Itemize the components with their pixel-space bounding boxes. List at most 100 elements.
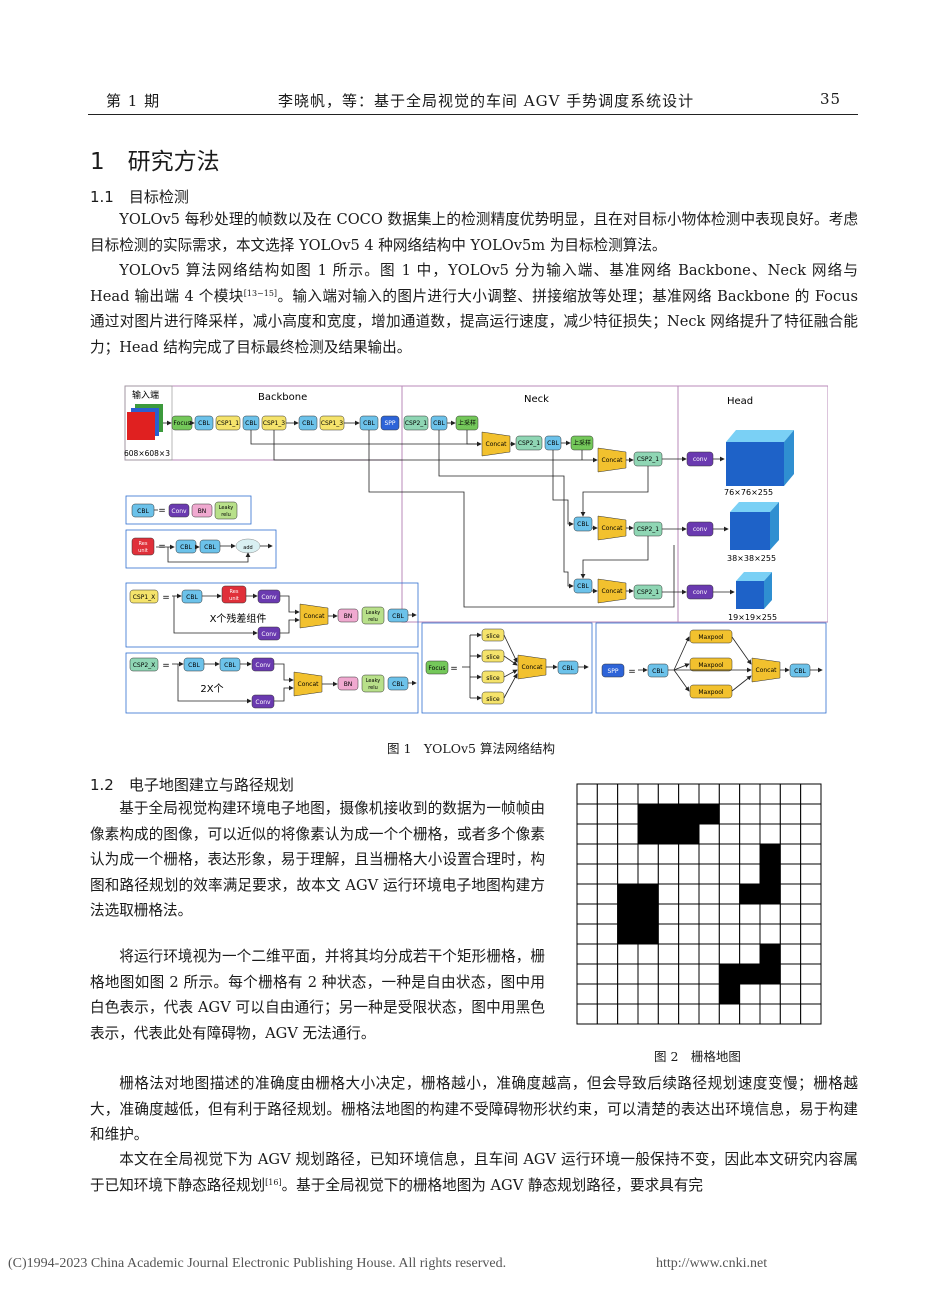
grid-cell-free	[637, 983, 659, 1005]
page-number: 35	[820, 90, 842, 108]
svg-text:CBL: CBL	[577, 583, 589, 590]
grid-cell-free	[800, 803, 822, 825]
grid-cell-free	[698, 823, 720, 845]
svg-text:CBL: CBL	[392, 681, 404, 688]
svg-text:上采样: 上采样	[458, 419, 476, 427]
grid-cell-free	[779, 943, 802, 965]
svg-text:BN: BN	[344, 681, 353, 688]
spp-legend	[595, 622, 827, 714]
svg-text:conv: conv	[693, 456, 708, 463]
svg-text:Maxpool: Maxpool	[698, 634, 724, 641]
header-issue: 第 1 期	[106, 92, 161, 110]
svg-text:CBL: CBL	[562, 665, 574, 672]
grid-cell-free	[759, 923, 781, 945]
grid-cell-free	[779, 783, 802, 805]
grid-cell-free	[596, 783, 619, 805]
grid-cell-free	[800, 1003, 822, 1025]
svg-text:relu: relu	[368, 685, 378, 691]
grid-cell-free	[678, 943, 700, 965]
yolov5-network-figure: 输入端 Backbone Neck Head 608×608×3 Focus C…	[124, 385, 828, 714]
grid-cell-free	[576, 923, 598, 945]
svg-text:CSP2_1: CSP2_1	[518, 440, 540, 447]
grid-cell-obstacle	[718, 963, 741, 985]
neck-label: Neck	[524, 394, 549, 405]
grid-cell-obstacle	[637, 903, 659, 925]
input-label: 输入端	[132, 389, 159, 401]
grid-cell-free	[800, 883, 822, 905]
output-size-19: 19×19×255	[728, 613, 777, 622]
grid-cell-free	[596, 863, 619, 885]
svg-text:CBL: CBL	[188, 662, 200, 669]
grid-cell-obstacle	[617, 903, 639, 925]
svg-text:Focus: Focus	[173, 420, 190, 427]
grid-cell-obstacle	[637, 883, 659, 905]
grid-cell-free	[617, 803, 639, 825]
grid-cell-free	[617, 983, 639, 1005]
grid-cell-free	[637, 1003, 659, 1025]
svg-text:unit: unit	[229, 596, 239, 602]
head-frame	[677, 385, 828, 623]
svg-text:=: =	[162, 593, 170, 603]
head-label: Head	[727, 396, 753, 407]
svg-text:CBL: CBL	[186, 594, 198, 601]
grid-cell-free	[617, 943, 639, 965]
svg-text:CSP1_3: CSP1_3	[263, 420, 285, 427]
svg-text:CSP2_X: CSP2_X	[133, 662, 156, 669]
grid-cell-free	[698, 843, 720, 865]
grid-cell-free	[637, 843, 659, 865]
grid-cell-free	[596, 903, 619, 925]
grid-cell-free	[739, 783, 761, 805]
output-cube-large	[726, 430, 794, 486]
paragraph: 基于全局视觉构建环境电子地图，摄像机接收到的数据为一帧帧由像素构成的图像，可以近…	[90, 800, 545, 919]
grid-cell-free	[759, 803, 781, 825]
grid-cell-free	[576, 863, 598, 885]
svg-text:Leaky: Leaky	[366, 678, 381, 684]
grid-cell-free	[739, 943, 761, 965]
grid-cell-free	[657, 943, 680, 965]
svg-text:CBL: CBL	[204, 544, 216, 551]
grid-cell-free	[718, 843, 741, 865]
grid-cell-free	[576, 843, 598, 865]
svg-text:BN: BN	[198, 508, 207, 515]
grid-cell-free	[800, 943, 822, 965]
figure1-caption: 图 1 YOLOv5 算法网络结构	[387, 741, 555, 756]
svg-text:CBL: CBL	[392, 613, 404, 620]
svg-text:SPP: SPP	[384, 420, 395, 427]
grid-cell-free	[678, 783, 700, 805]
grid-cell-free	[718, 1003, 741, 1025]
grid-cell-free	[779, 1003, 802, 1025]
svg-text:slice: slice	[486, 675, 500, 682]
svg-text:Concat: Concat	[522, 664, 544, 671]
citation[interactable]: [16]	[265, 1177, 282, 1187]
svg-text:SPP: SPP	[607, 668, 618, 675]
grid-cell-free	[698, 783, 720, 805]
grid-cell-free	[617, 963, 639, 985]
svg-text:Conv: Conv	[261, 594, 277, 601]
grid-cell-obstacle	[617, 923, 639, 945]
figure2-caption: 图 2 栅格地图	[654, 1049, 741, 1064]
grid-cell-free	[678, 903, 700, 925]
grid-cell-free	[800, 903, 822, 925]
cnki-link[interactable]: http://www.cnki.net	[656, 1256, 768, 1271]
svg-text:CSP2_1: CSP2_1	[637, 526, 659, 533]
grid-cell-free	[739, 923, 761, 945]
svg-text:Concat: Concat	[602, 457, 624, 464]
svg-text:Res: Res	[139, 541, 148, 547]
svg-text:CBL: CBL	[245, 420, 257, 427]
grid-cell-free	[698, 1003, 720, 1025]
svg-text:Res: Res	[230, 589, 239, 595]
grid-cell-free	[657, 923, 680, 945]
grid-cell-free	[759, 1003, 781, 1025]
grid-cell-free	[678, 863, 700, 885]
citation[interactable]: [13−15]	[243, 288, 278, 298]
grid-cell-free	[596, 943, 619, 965]
input-size: 608×608×3	[124, 449, 170, 458]
grid-cell-free	[779, 903, 802, 925]
svg-text:CBL: CBL	[363, 420, 375, 427]
grid-cell-free	[800, 783, 822, 805]
grid-cell-free	[617, 823, 639, 845]
svg-text:=: =	[628, 667, 636, 677]
grid-cell-free	[596, 1003, 619, 1025]
grid-cell-free	[739, 803, 761, 825]
grid-cell-free	[657, 1003, 680, 1025]
